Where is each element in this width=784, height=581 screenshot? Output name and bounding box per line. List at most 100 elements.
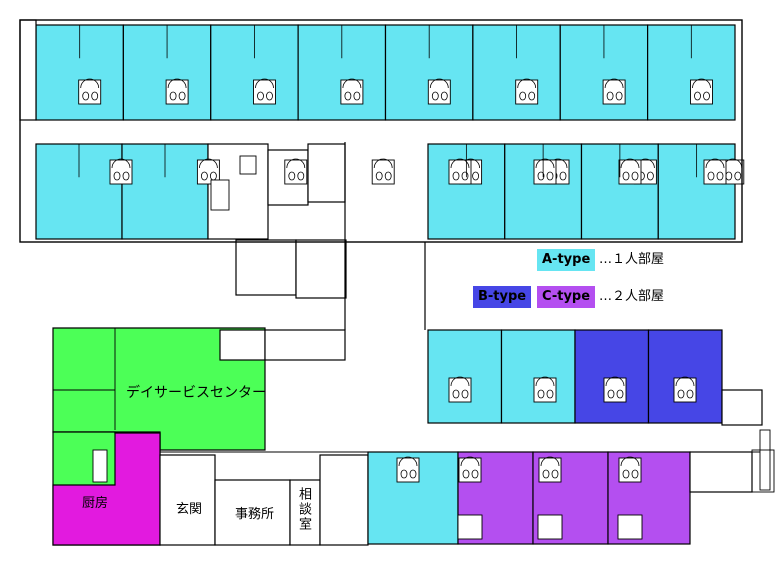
stair-room-nw	[19, 19, 37, 121]
toilet-icon	[615, 91, 623, 101]
door-swing-icon	[535, 376, 555, 387]
toilet-icon	[734, 171, 742, 181]
door-swing-icon	[167, 78, 187, 89]
sink-icon	[239, 155, 257, 175]
day-service-label: デイサービスセンター	[126, 385, 266, 401]
toilet-icon	[209, 171, 217, 181]
toilet-icon	[622, 469, 630, 479]
door-swing-icon	[460, 456, 480, 467]
toilet-icon	[257, 91, 264, 101]
toilet-icon	[297, 171, 305, 181]
toilet-icon	[113, 171, 121, 181]
toilet-icon	[537, 389, 545, 399]
toilet-icon	[461, 171, 469, 181]
bathtub-icon	[537, 514, 563, 540]
entrance-hall	[159, 454, 216, 546]
walls	[19, 19, 775, 493]
legend-b-type-swatch: B-type	[473, 286, 532, 308]
machine-room	[295, 239, 347, 299]
toilet-icon	[82, 91, 90, 101]
toilet-icon	[375, 171, 383, 181]
kitchen-label: 厨房	[82, 496, 109, 511]
toilet-icon	[537, 171, 545, 181]
door-swing-icon	[705, 158, 725, 169]
toilet-icon	[266, 91, 273, 101]
b-type-room-2	[647, 329, 723, 424]
toilet-icon	[169, 91, 177, 101]
door-swing-icon	[398, 456, 418, 467]
day-service-toilet-2	[264, 329, 346, 361]
kitchen-room	[52, 432, 161, 546]
toilet-icon	[716, 171, 724, 181]
door-swing-icon	[450, 376, 470, 387]
b-type-room-1	[574, 329, 650, 424]
south-corridor	[420, 425, 760, 453]
door-swing-icon	[692, 78, 711, 89]
toilet-icon	[707, 171, 715, 181]
bathtub-icon	[457, 514, 483, 540]
toilet-icon	[178, 91, 186, 101]
door-swing-icon	[286, 158, 306, 169]
exterior-stair-2	[751, 449, 775, 493]
door-swing-icon	[342, 78, 362, 89]
toilet-icon	[616, 389, 624, 399]
door-swing-icon	[604, 78, 624, 89]
toilet-icon	[631, 171, 639, 181]
toilet-icon	[631, 469, 639, 479]
toilet-icon	[546, 389, 554, 399]
legend-a-type-swatch: A-type	[537, 249, 596, 271]
toilet-icon	[647, 171, 654, 181]
toilet-icon	[122, 171, 130, 181]
door-swing-icon	[450, 158, 470, 169]
storage-room	[235, 239, 297, 296]
toilet-icon	[91, 91, 99, 101]
toilet-icon	[606, 91, 614, 101]
toilet-icon	[471, 469, 479, 479]
utility-room-se	[689, 451, 753, 493]
outer-wall-north	[19, 19, 743, 243]
toilet-icon	[703, 91, 710, 101]
a-type-room-southeast-2	[500, 329, 576, 424]
door-swing-icon	[540, 456, 560, 467]
bathtub-icon	[617, 514, 643, 540]
door-swing-icon	[80, 78, 100, 89]
door-swing-icon	[620, 158, 640, 169]
north-corridor	[20, 118, 740, 142]
legend-double-room: …２人部屋	[599, 289, 665, 304]
toilet-icon	[472, 171, 480, 181]
toilet-icon	[440, 91, 448, 101]
entrance-label: 玄関	[176, 502, 203, 517]
toilet-icon	[607, 389, 615, 399]
door-swing-icon	[199, 158, 218, 169]
office-label: 事務所	[235, 507, 275, 522]
toilet-icon	[559, 171, 567, 181]
room-fills	[19, 19, 763, 546]
toilet-icon	[686, 389, 694, 399]
toilet-icon	[462, 469, 470, 479]
toilet-icon	[452, 389, 460, 399]
door-swing-icon	[620, 456, 640, 467]
door-swing-icon	[535, 158, 555, 169]
toilet-icon	[452, 171, 460, 181]
toilet-icon	[677, 389, 685, 399]
bathtub-icon	[210, 179, 230, 211]
toilet-icon	[528, 91, 536, 101]
consult-room-label: 相談室	[296, 487, 311, 532]
a-type-room-southeast-1	[427, 329, 503, 424]
a-type-room-west-1	[35, 143, 123, 240]
toilet-icon	[546, 171, 554, 181]
toilet-icon	[353, 91, 361, 101]
toilet-icon	[288, 171, 296, 181]
door-swing-icon	[429, 78, 449, 89]
toilet-icon	[622, 171, 630, 181]
consult-room	[289, 479, 321, 546]
door-swing-icon	[605, 376, 625, 387]
lobby	[319, 454, 369, 546]
toilet-icon	[409, 469, 417, 479]
day-service-toilet	[219, 329, 266, 361]
unit-fixtures	[78, 78, 745, 540]
toilet-icon	[725, 171, 733, 181]
door-swing-icon	[373, 158, 393, 169]
